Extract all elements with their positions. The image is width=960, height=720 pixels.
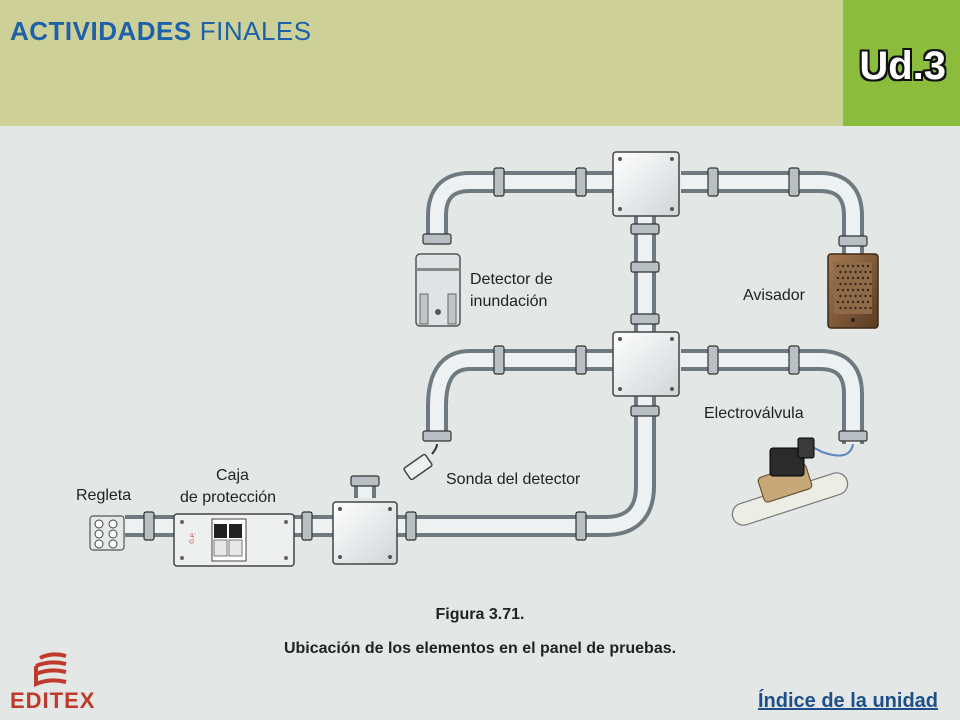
title-bold: ACTIVIDADES [10, 16, 192, 46]
unit-index-link[interactable]: Índice de la unidad [757, 690, 938, 712]
pipe-clamps [143, 167, 868, 541]
junction-box-top [612, 151, 680, 217]
terminal-strip-device [89, 515, 125, 551]
logo-text: EDITEX [10, 688, 95, 713]
detector-probe [403, 443, 438, 481]
label-caja-line2: de protección [180, 489, 276, 506]
figure-number: Figura 3.71. [435, 606, 525, 623]
title-light: FINALES [199, 16, 312, 46]
unit-badge: Ud.3 [843, 0, 960, 126]
label-electrovalvula: Electroválvula [704, 405, 804, 422]
label-detector-line1: Detector de [470, 271, 553, 288]
label-sonda: Sonda del detector [446, 471, 581, 488]
label-detector-line2: inundación [470, 293, 547, 310]
editex-logo: EDITEX [10, 650, 110, 714]
installation-diagram: G.P. Detector de inundación Avisador Ele… [0, 126, 960, 596]
label-avisador: Avisador [743, 287, 806, 304]
flood-detector-device [415, 253, 461, 327]
protection-box-device: G.P. [173, 513, 295, 567]
junction-box-bottom [332, 501, 398, 565]
unit-label: Ud.3 [859, 44, 946, 88]
alarm-speaker-device [827, 253, 879, 329]
solenoid-valve-device [731, 437, 854, 526]
label-caja-line1: Caja [216, 467, 249, 484]
label-regleta: Regleta [76, 487, 131, 504]
junction-box-middle [612, 331, 680, 397]
figure-caption: Ubicación de los elementos en el panel d… [283, 640, 677, 657]
diagram-svg: G.P. Detector de inundación Avisador Ele… [76, 151, 879, 567]
editex-logo-icon: EDITEX [10, 652, 95, 713]
svg-text:G.P.: G.P. [189, 532, 197, 544]
